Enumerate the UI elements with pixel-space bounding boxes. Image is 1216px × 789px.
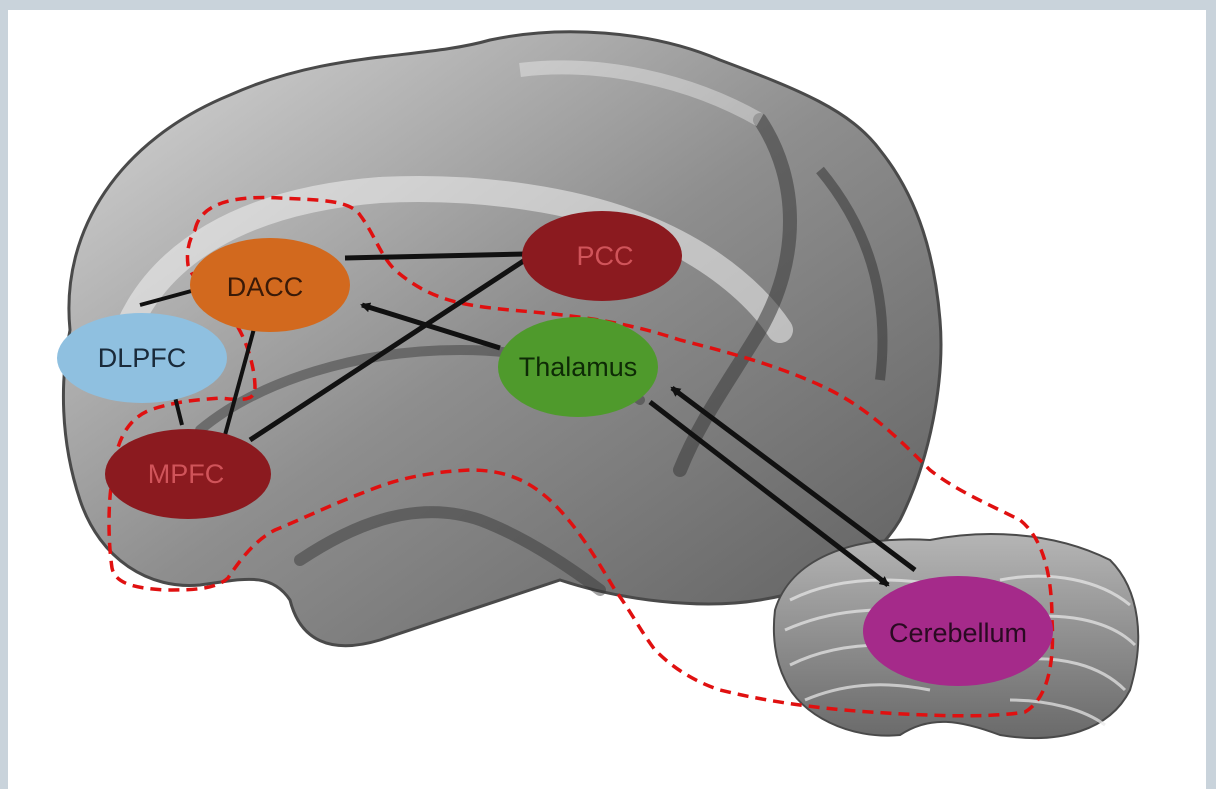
region-node-dlpfc: DLPFC <box>57 313 227 403</box>
region-label-mpfc: MPFC <box>148 459 225 489</box>
region-label-pcc: PCC <box>576 241 633 271</box>
region-node-mpfc: MPFC <box>105 429 271 519</box>
region-label-thalamus: Thalamus <box>519 352 638 382</box>
region-node-dacc: DACC <box>190 238 350 332</box>
region-node-thalamus: Thalamus <box>498 317 658 417</box>
region-label-dacc: DACC <box>227 272 304 302</box>
region-node-pcc: PCC <box>522 211 682 301</box>
region-node-cerebellum: Cerebellum <box>863 576 1053 686</box>
region-label-cerebellum: Cerebellum <box>889 618 1027 648</box>
region-label-dlpfc: DLPFC <box>98 343 187 373</box>
